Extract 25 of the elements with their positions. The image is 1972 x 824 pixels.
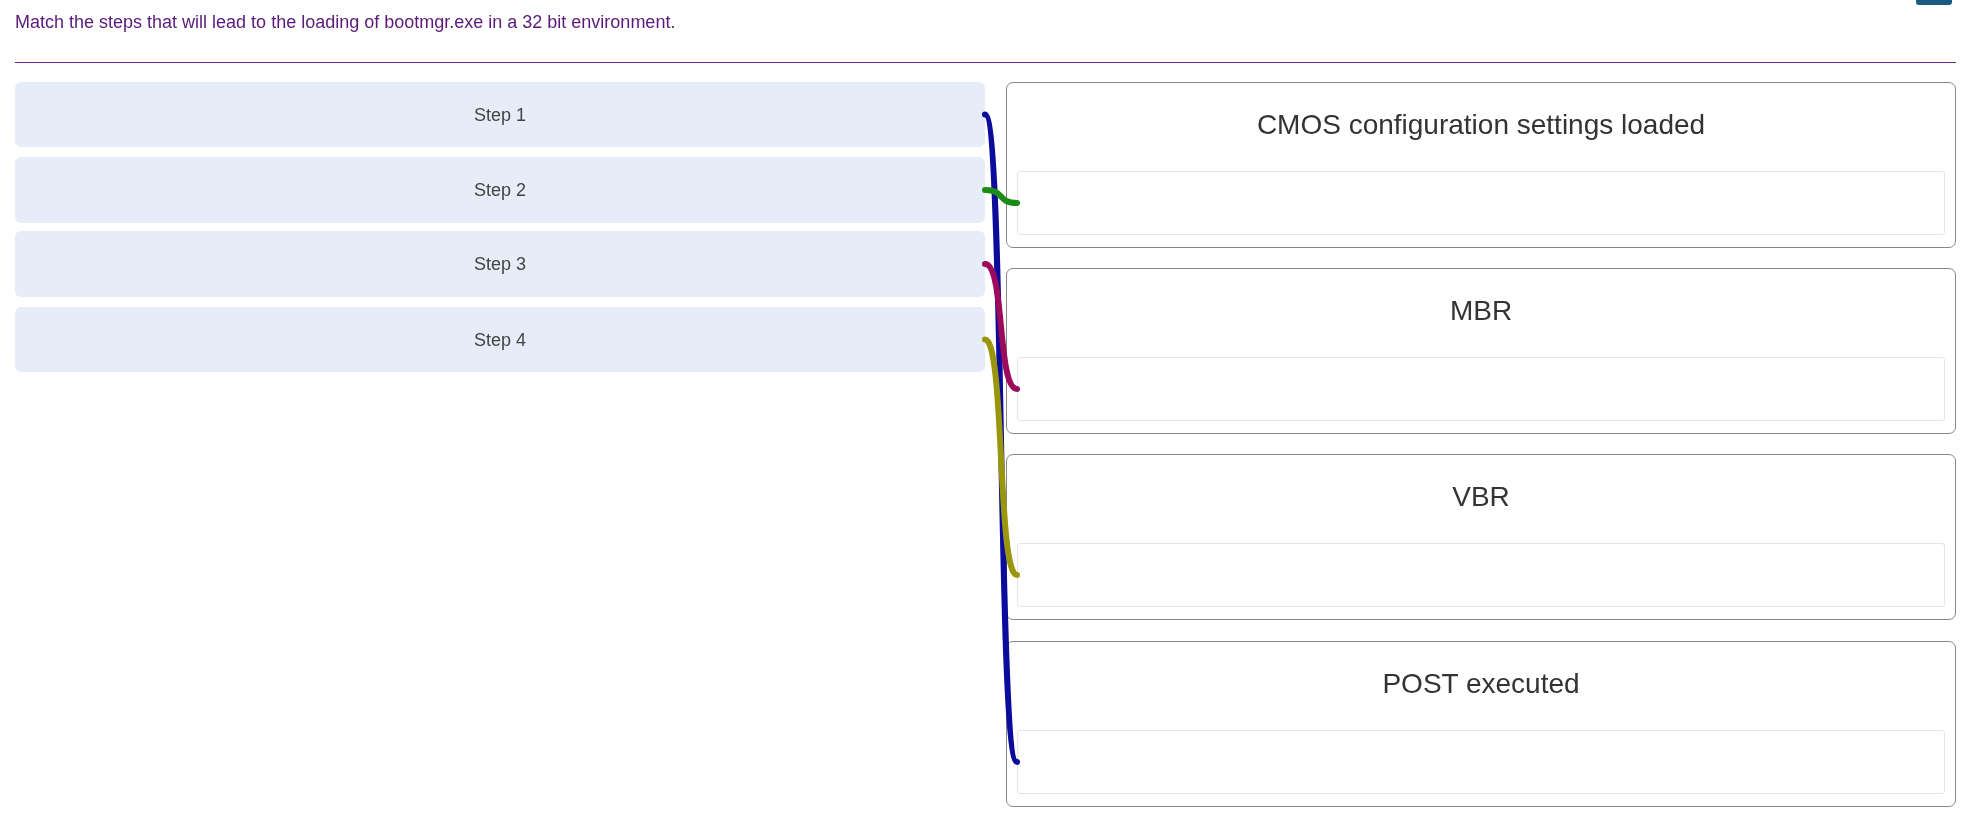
answer-label: CMOS configuration settings loaded	[1256, 109, 1706, 141]
step-label: Step 3	[473, 253, 526, 275]
step-label: Step 2	[473, 179, 526, 201]
match-line	[982, 111, 1020, 765]
step-label: Step 1	[473, 104, 526, 125]
drop-zone	[1017, 171, 1945, 235]
step-label: Step 4	[473, 329, 526, 350]
answer-label: MBR	[1449, 295, 1513, 327]
answer-card	[1006, 641, 1956, 807]
answer-label: POST executed	[1382, 668, 1580, 700]
match-line	[982, 336, 1020, 578]
answer-card	[1006, 454, 1956, 620]
question-text: Match the steps that will lead to the loading of bootmgr.exe in a 32 bit environment.	[15, 12, 676, 33]
step-panel	[15, 82, 985, 147]
answer-label: VBR	[1452, 481, 1510, 513]
drop-zone	[1017, 357, 1945, 421]
step-panel	[15, 231, 985, 297]
drop-zone	[1017, 543, 1945, 607]
step-panel	[15, 307, 985, 372]
drop-zone	[1017, 730, 1945, 794]
match-line	[982, 261, 1020, 392]
answer-card	[1006, 82, 1956, 248]
answer-card	[1006, 268, 1956, 434]
step-panel	[15, 157, 985, 223]
match-line	[982, 187, 1020, 206]
